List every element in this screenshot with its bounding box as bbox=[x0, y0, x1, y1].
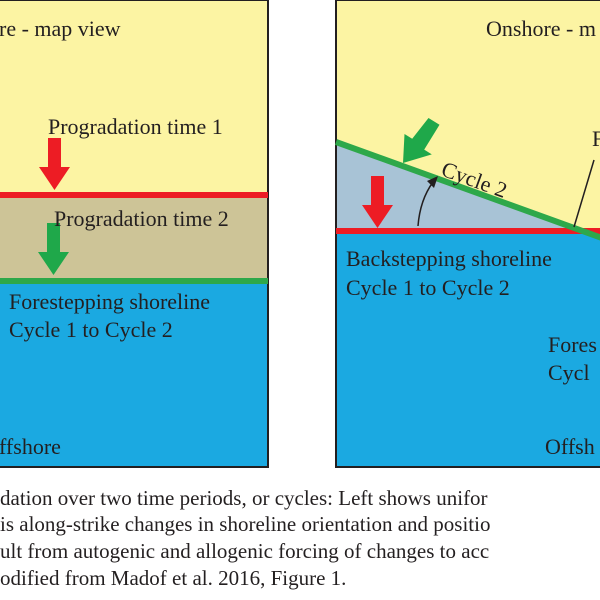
left-prograded-band bbox=[0, 195, 268, 281]
left-offshore-area bbox=[0, 281, 268, 467]
right-pointer-line bbox=[573, 159, 595, 228]
left-panel-border bbox=[0, 0, 269, 468]
right-onshore-area bbox=[336, 0, 600, 236]
caption-line-2: is along-strike changes in shoreline ori… bbox=[0, 512, 491, 536]
right-red-arrow bbox=[362, 176, 393, 228]
right-shoreline-label-1: Backstepping shoreline bbox=[346, 246, 552, 271]
left-panel: re - map view Progradation time 1 Progra… bbox=[0, 0, 269, 468]
left-offshore-label: ffshore bbox=[0, 434, 61, 459]
rotation-arc bbox=[417, 181, 434, 227]
rotation-arrowhead bbox=[427, 176, 438, 188]
left-shoreline-label-1: Forestepping shoreline bbox=[9, 289, 210, 314]
left-red-arrow bbox=[39, 138, 70, 190]
left-green-arrow bbox=[38, 223, 69, 275]
figure-caption: dation over two time periods, or cycles:… bbox=[0, 483, 600, 600]
caption-line-4: odified from Madof et al. 2016, Figure 1… bbox=[0, 566, 347, 590]
left-title: re - map view bbox=[0, 16, 121, 41]
right-partial-label: F bbox=[592, 126, 600, 151]
caption-line-1: dation over two time periods, or cycles:… bbox=[0, 486, 488, 510]
right-forestepping-label-1: Fores bbox=[548, 332, 597, 357]
progradation-time-2-label: Progradation time 2 bbox=[54, 206, 229, 231]
right-cycle2-shoreline bbox=[334, 139, 600, 241]
right-panel: Onshore - m F Cycle 2 Backstepping shore… bbox=[334, 0, 600, 468]
right-forestepping-label-2: Cycl bbox=[548, 360, 590, 385]
right-title: Onshore - m bbox=[486, 16, 596, 41]
left-onshore-area bbox=[0, 0, 268, 195]
caption-line-3: ult from autogenic and allogenic forcing… bbox=[0, 539, 490, 563]
diagram-figure: re - map view Progradation time 1 Progra… bbox=[0, 0, 600, 468]
right-shoreline-label-2: Cycle 1 to Cycle 2 bbox=[346, 275, 510, 300]
progradation-time-1-label: Progradation time 1 bbox=[48, 114, 223, 139]
right-green-arrow bbox=[403, 118, 440, 163]
left-shoreline-label-2: Cycle 1 to Cycle 2 bbox=[9, 317, 173, 342]
right-offshore-label: Offsh bbox=[545, 434, 595, 459]
